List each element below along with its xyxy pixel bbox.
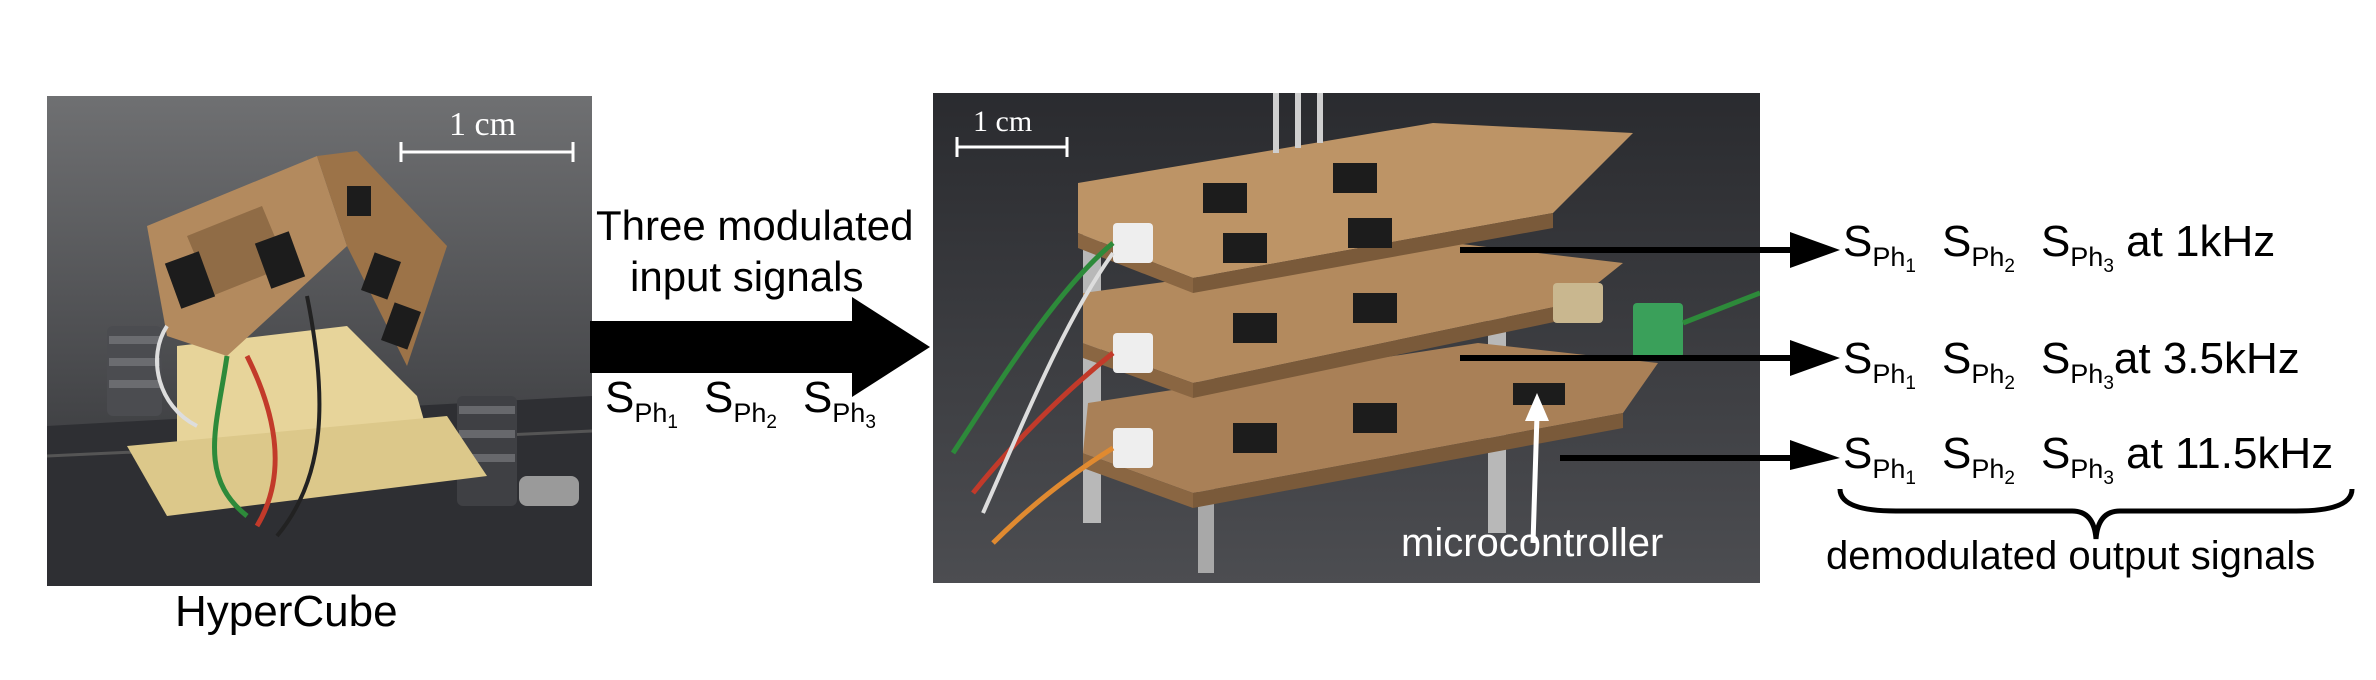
- output-arrow-2-head: [1790, 340, 1840, 376]
- input-signals: SPh1 SPh2 SPh3: [605, 373, 876, 433]
- signal-ph3: SPh3: [2040, 429, 2114, 489]
- output-arrows: [1460, 232, 1840, 470]
- scale-bar: 1 cm: [397, 102, 577, 162]
- input-arrow-label-line1: Three modulated: [596, 202, 914, 249]
- output-row-3: SPh1 SPh2 SPh3 at 11.5kHz: [1843, 429, 2334, 489]
- output-brace: [1837, 488, 2355, 540]
- signal-ph1: SPh1: [1843, 334, 1916, 394]
- output-row-2: SPh1 SPh2 SPh3at 3.5kHz: [1843, 334, 2300, 394]
- scale-bar-label: 1 cm: [449, 106, 517, 143]
- signal-ph2: SPh2: [1941, 334, 2015, 394]
- signal-ph2: SPh2: [703, 373, 777, 433]
- signal-ph2: SPh2: [1941, 217, 2015, 277]
- signal-ph3: SPh3: [802, 373, 876, 433]
- scale-bar: 1 cm: [953, 101, 1073, 161]
- signal-ph3: SPh3: [2040, 217, 2114, 277]
- signal-ph1: SPh1: [605, 373, 678, 433]
- output-frequency-2: at 3.5kHz: [2113, 334, 2300, 383]
- microcontroller-label: microcontroller: [1401, 521, 1664, 565]
- brace-label: demodulated output signals: [1826, 534, 2316, 578]
- signal-ph3: SPh3: [2040, 334, 2114, 394]
- demodulator-board-photo: 1 cm microcontroller: [933, 93, 1760, 583]
- signal-ph2: SPh2: [1941, 429, 2015, 489]
- output-frequency-3: at 11.5kHz: [2126, 429, 2334, 478]
- microcontroller-pointer: [1525, 393, 1549, 543]
- hypercube-caption: HyperCube: [175, 587, 398, 636]
- output-arrow-3-head: [1790, 440, 1840, 470]
- output-frequency-1: at 1kHz: [2126, 217, 2276, 266]
- input-arrow-label-line2: input signals: [630, 253, 864, 300]
- input-arrow: [590, 297, 930, 397]
- hypercube-photo: 1 cm: [47, 96, 592, 586]
- signal-ph1: SPh1: [1843, 217, 1916, 277]
- output-row-1: SPh1 SPh2 SPh3 at 1kHz: [1843, 217, 2276, 277]
- output-arrow-1-head: [1790, 232, 1840, 268]
- signal-ph1: SPh1: [1843, 429, 1916, 489]
- scale-bar-label: 1 cm: [973, 105, 1033, 138]
